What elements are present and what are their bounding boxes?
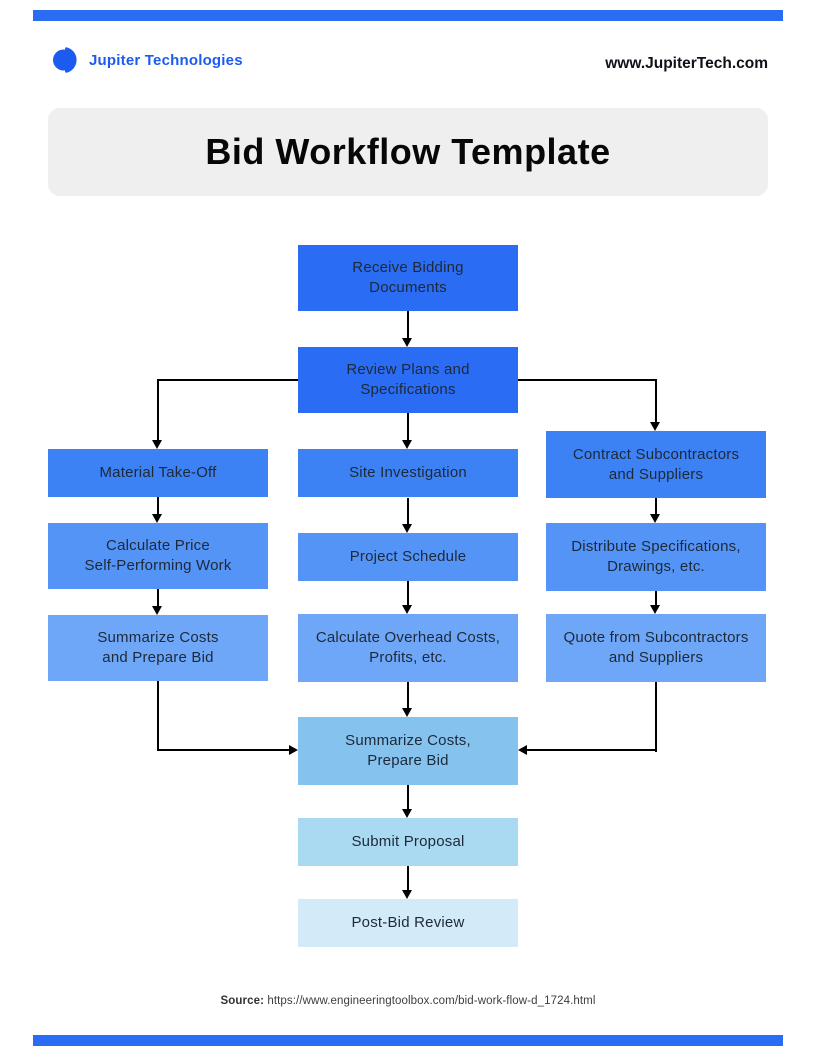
connector-line: [407, 682, 409, 709]
connector-line: [407, 311, 409, 339]
arrowhead-down: [402, 524, 412, 533]
node-summarize-costs-left: Summarize Costs and Prepare Bid: [48, 615, 268, 681]
header: Jupiter Technologies www.JupiterTech.com: [48, 46, 768, 82]
title-panel: Bid Workflow Template: [48, 108, 768, 196]
arrowhead-down: [650, 514, 660, 523]
top-accent-bar: [33, 10, 783, 21]
brand: Jupiter Technologies: [52, 46, 243, 74]
connector-line: [525, 749, 657, 751]
connector-line: [407, 413, 409, 441]
node-post-bid-review: Post-Bid Review: [298, 899, 518, 947]
brand-name: Jupiter Technologies: [89, 51, 243, 69]
node-site-investigation: Site Investigation: [298, 449, 518, 497]
arrowhead-down: [402, 708, 412, 717]
connector-line: [655, 380, 657, 423]
website-url: www.JupiterTech.com: [605, 55, 768, 72]
node-review-plans-specifications: Review Plans and Specifications: [298, 347, 518, 413]
node-contract-subcontractors: Contract Subcontractors and Suppliers: [546, 431, 766, 498]
arrowhead-down: [402, 890, 412, 899]
node-receive-bidding-documents: Receive Bidding Documents: [298, 245, 518, 311]
node-calculate-overhead: Calculate Overhead Costs, Profits, etc.: [298, 614, 518, 682]
connector-line: [407, 785, 409, 810]
node-project-schedule: Project Schedule: [298, 533, 518, 581]
connector-line: [157, 380, 159, 441]
arrowhead-down: [402, 440, 412, 449]
node-quote-subcontractors: Quote from Subcontractors and Suppliers: [546, 614, 766, 682]
connector-line: [157, 681, 159, 751]
connector-line: [655, 498, 657, 515]
source-line: Source: https://www.engineeringtoolbox.c…: [0, 995, 816, 1007]
node-submit-proposal: Submit Proposal: [298, 818, 518, 866]
arrowhead-down: [650, 422, 660, 431]
arrowhead-down: [402, 809, 412, 818]
connector-line: [518, 379, 657, 381]
page-title: Bid Workflow Template: [205, 131, 611, 172]
connector-line: [407, 866, 409, 891]
connector-line: [655, 682, 657, 752]
node-distribute-specifications: Distribute Specifications, Drawings, etc…: [546, 523, 766, 591]
arrowhead-down: [650, 605, 660, 614]
arrowhead-down: [152, 606, 162, 615]
node-material-take-off: Material Take-Off: [48, 449, 268, 497]
connector-line: [157, 379, 298, 381]
arrowhead-down: [402, 605, 412, 614]
arrowhead-down: [402, 338, 412, 347]
node-summarize-costs-center: Summarize Costs, Prepare Bid: [298, 717, 518, 785]
source-label: Source:: [220, 995, 265, 1007]
source-url: https://www.engineeringtoolbox.com/bid-w…: [267, 995, 596, 1007]
node-calculate-price: Calculate Price Self-Performing Work: [48, 523, 268, 589]
arrowhead-left: [518, 745, 527, 755]
connector-line: [407, 581, 409, 606]
connector-line: [407, 498, 409, 525]
connector-line: [157, 589, 159, 607]
connector-line: [157, 497, 159, 515]
bottom-accent-bar: [33, 1035, 783, 1046]
connector-line: [157, 749, 291, 751]
arrowhead-right: [289, 745, 298, 755]
connector-line: [655, 591, 657, 606]
planet-logo-icon: [52, 46, 80, 74]
arrowhead-down: [152, 440, 162, 449]
arrowhead-down: [152, 514, 162, 523]
